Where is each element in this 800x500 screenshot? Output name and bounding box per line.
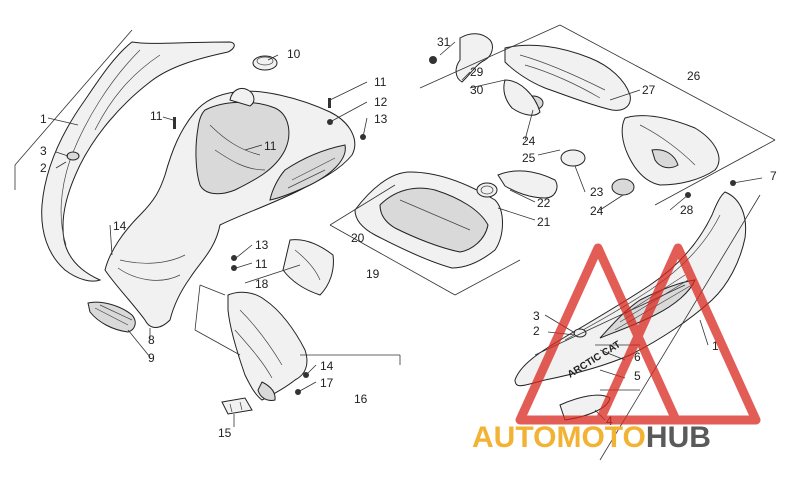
callout-18: 18	[255, 277, 269, 291]
svg-text:AUTOMOTOHUB: AUTOMOTOHUB	[472, 421, 711, 454]
hood	[104, 55, 356, 328]
hardware	[173, 56, 736, 395]
callout-11-c: 11	[264, 139, 277, 153]
callout-12: 12	[374, 95, 388, 109]
callout-7: 7	[770, 169, 777, 183]
callout-29: 29	[470, 65, 484, 79]
callout-1-left: 1	[40, 112, 47, 126]
callout-5: 5	[634, 369, 641, 383]
bracket	[221, 397, 253, 415]
callout-24-b: 24	[590, 204, 604, 218]
callout-20: 20	[351, 231, 365, 245]
watermark-part1: AUTO	[472, 421, 556, 454]
mesh-screen	[87, 301, 136, 333]
callout-8: 8	[148, 333, 155, 347]
watermark-part2: MOTO	[556, 421, 645, 454]
callout-15: 15	[218, 426, 232, 440]
callout-31: 31	[437, 35, 451, 49]
leader-lines	[47, 41, 763, 427]
callout-30: 30	[470, 83, 484, 97]
air-box-frame	[329, 184, 521, 296]
callout-27: 27	[642, 83, 656, 97]
watermark-text: AUTOMOTOHUB	[472, 421, 711, 454]
air-intake-assembly	[455, 33, 720, 196]
callout-19: 19	[366, 267, 380, 281]
callout-9: 9	[148, 351, 155, 365]
callout-14-a: 14	[113, 219, 127, 233]
air-box-tray	[354, 170, 558, 269]
callout-11-b: 11	[374, 75, 387, 89]
airbox-frame	[419, 24, 776, 206]
callout-24-a: 24	[522, 134, 536, 148]
callout-13-a: 13	[374, 112, 388, 126]
callout-6: 6	[634, 350, 641, 364]
left-frame-lines	[14, 29, 401, 365]
callout-10: 10	[287, 47, 301, 61]
watermark-part3: HUB	[646, 421, 711, 454]
callout-17: 17	[320, 376, 334, 390]
callout-11-a: 11	[150, 109, 163, 123]
callout-16: 16	[354, 392, 368, 406]
callout-26: 26	[687, 69, 701, 83]
callout-numbers: 1 3 2 11 10 11 12 13 11 14 13 11 18 8 9 …	[40, 35, 777, 440]
callout-22: 22	[537, 196, 551, 210]
watermark-logo	[515, 243, 761, 425]
callout-3-left: 3	[40, 144, 47, 158]
callout-28: 28	[680, 203, 694, 217]
callout-1-right: 1	[712, 339, 719, 353]
callout-14-b: 14	[320, 359, 334, 373]
callout-13-b: 13	[255, 238, 269, 252]
callout-23: 23	[590, 185, 604, 199]
callout-2-right: 2	[533, 324, 540, 338]
lower-inner-panel	[227, 291, 308, 401]
windshield	[282, 239, 334, 296]
callout-21: 21	[537, 215, 551, 229]
callout-25: 25	[522, 151, 536, 165]
callout-11-d: 11	[255, 257, 268, 271]
callout-2-left: 2	[40, 161, 47, 175]
callout-3-right: 3	[533, 309, 540, 323]
